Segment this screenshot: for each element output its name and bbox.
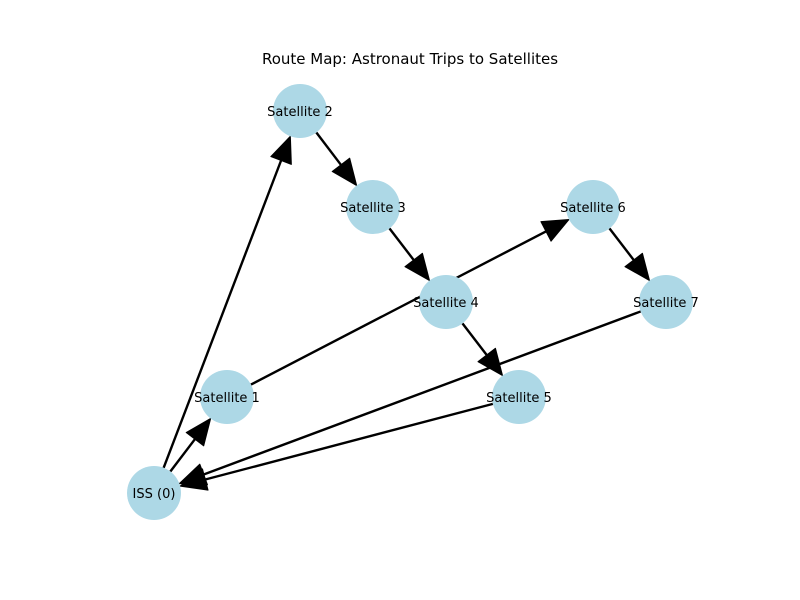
node-circle (346, 180, 400, 234)
node-s2: Satellite 2 (267, 84, 333, 138)
arrowhead-icon (477, 347, 504, 377)
node-circle (273, 84, 327, 138)
edge-s5-to-iss (179, 402, 494, 491)
edge-s6-to-s7 (608, 227, 651, 282)
node-circle (492, 370, 546, 424)
edge-iss-to-s1 (169, 417, 212, 473)
node-s4: Satellite 4 (413, 275, 479, 329)
edge-s1-to-s6 (250, 218, 570, 386)
edge-line (162, 160, 283, 469)
edge-s3-to-s4 (388, 227, 431, 282)
node-s7: Satellite 7 (633, 275, 699, 329)
edge-line (169, 438, 196, 473)
node-label: Satellite 6 (560, 201, 626, 216)
arrowhead-icon (270, 135, 292, 165)
edge-s2-to-s3 (315, 131, 358, 187)
arrowhead-icon (331, 157, 358, 187)
node-label: ISS (0) (133, 487, 176, 502)
diagram-title: Route Map: Astronaut Trips to Satellites (262, 50, 558, 68)
arrowhead-icon (179, 468, 209, 491)
edge-line (388, 227, 415, 261)
edge-line (461, 322, 488, 356)
node-label: Satellite 2 (267, 105, 333, 120)
edges-layer (162, 131, 651, 491)
edge-line (608, 227, 635, 261)
edge-line (315, 131, 342, 166)
arrowhead-icon (185, 417, 212, 447)
edge-line (203, 310, 642, 476)
node-circle (639, 275, 693, 329)
node-s1: Satellite 1 (194, 370, 260, 424)
node-s5: Satellite 5 (486, 370, 552, 424)
nodes-layer: ISS (0) Satellite 1 Satellite 2 Satellite 3… (127, 84, 699, 520)
node-label: Satellite 5 (486, 391, 552, 406)
node-label: Satellite 1 (194, 391, 260, 406)
edge-iss-to-s2 (162, 135, 292, 469)
node-circle (419, 275, 473, 329)
arrowhead-icon (540, 218, 570, 242)
node-circle (127, 466, 181, 520)
edge-line (204, 402, 494, 481)
node-label: Satellite 4 (413, 296, 479, 311)
node-label: Satellite 7 (633, 296, 699, 311)
arrowhead-icon (624, 252, 651, 282)
node-s3: Satellite 3 (340, 180, 406, 234)
arrowhead-icon (404, 252, 431, 282)
edge-s4-to-s5 (461, 322, 504, 377)
node-s6: Satellite 6 (560, 180, 626, 234)
node-circle (566, 180, 620, 234)
node-circle (200, 370, 254, 424)
node-label: Satellite 3 (340, 201, 406, 216)
edge-line (250, 230, 547, 386)
node-iss: ISS (0) (127, 466, 181, 520)
